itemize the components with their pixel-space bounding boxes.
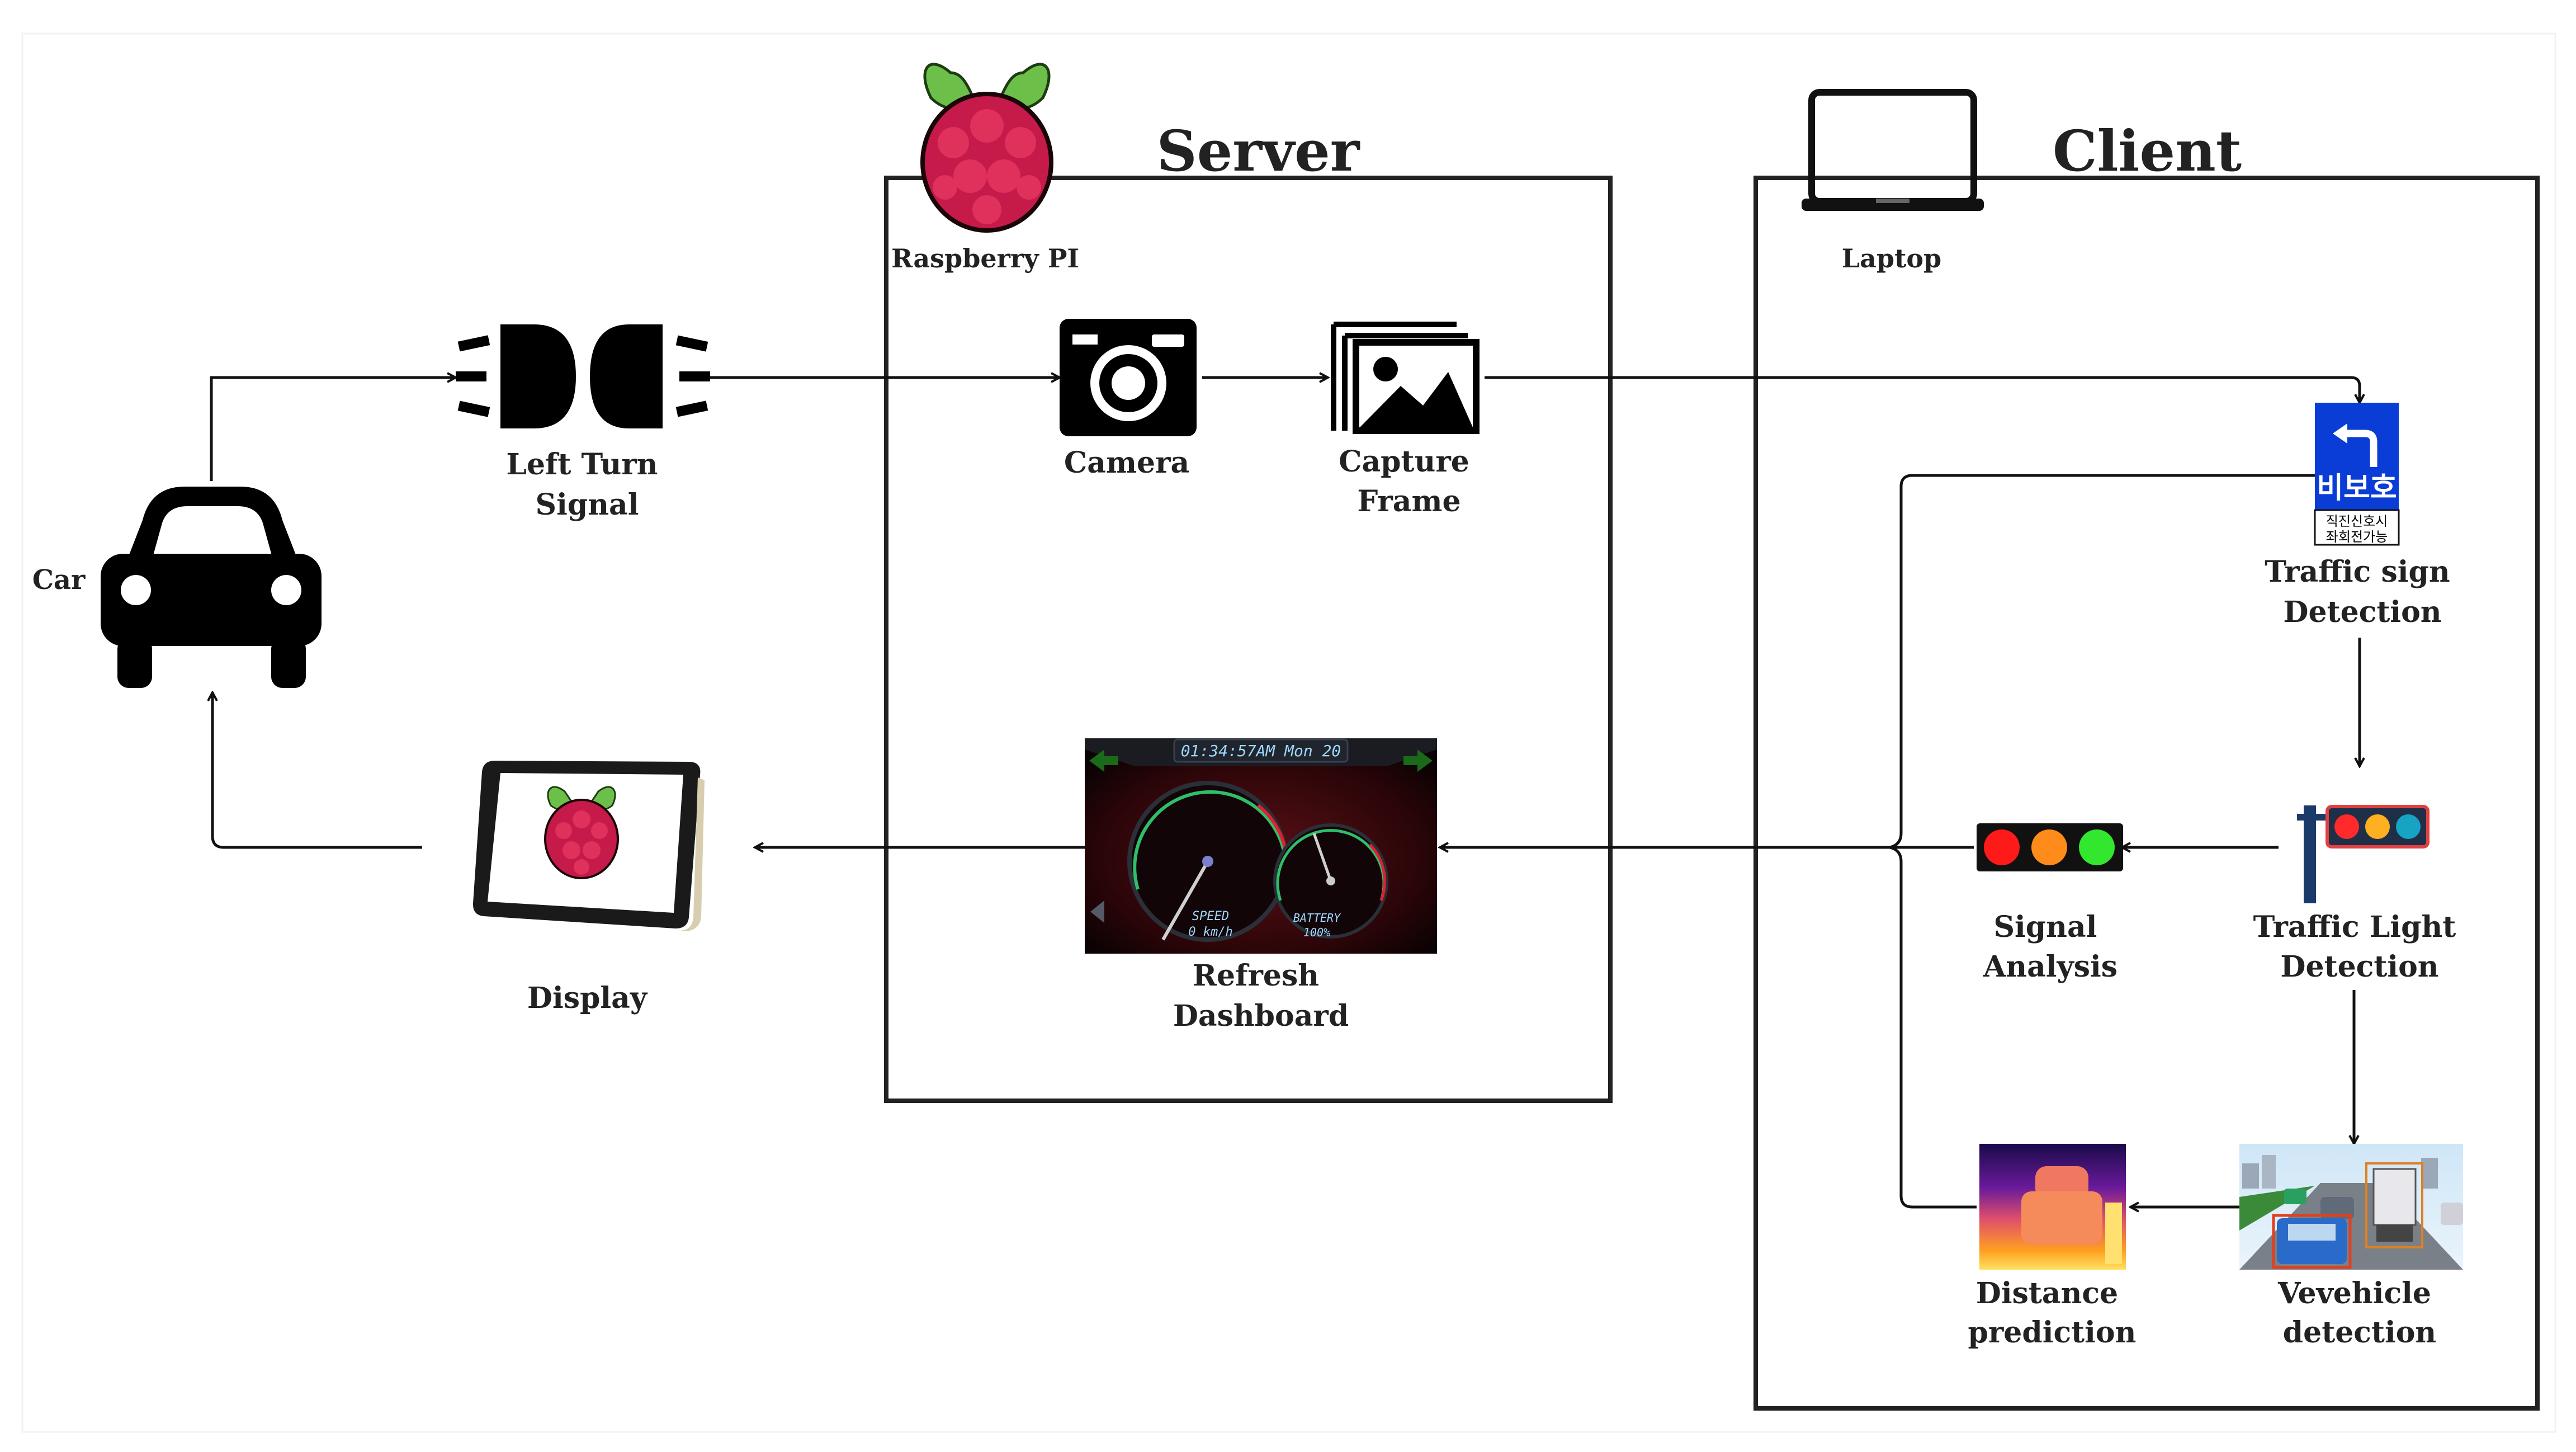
car-label: Car <box>32 564 86 596</box>
traffic-light-detection-label: Traffic Light Detection <box>2253 910 2466 984</box>
laptop-icon <box>1802 89 1984 211</box>
capture-frame-label: Capture Frame <box>1339 445 1480 518</box>
distance-feedback-line <box>1889 846 1977 1209</box>
svg-text:01:34:57AM Mon 20: 01:34:57AM Mon 20 <box>1181 742 1341 760</box>
traffic-sign-icon: 비보호 직진신호시 좌회전가능 <box>2314 403 2400 546</box>
svg-text:SPEED: SPEED <box>1192 909 1229 923</box>
depth-map-image <box>1979 1144 2126 1270</box>
svg-text:좌회전가능: 좌회전가능 <box>2326 529 2388 545</box>
distance-prediction-label: Distance prediction <box>1968 1276 2137 1350</box>
camera-label: Camera <box>1064 446 1189 480</box>
sign-feedback-line <box>1889 474 2315 849</box>
server-box <box>884 176 1613 1103</box>
raspberry-pi-logo-icon <box>920 63 1053 233</box>
display-label: Display <box>527 981 648 1015</box>
refresh-dashboard-label: Refresh Dashboard <box>1173 959 1349 1033</box>
connectors <box>211 378 2360 1207</box>
display-to-car-arrow <box>212 692 422 849</box>
headlight-icon <box>456 324 710 428</box>
car-to-turn-signal-arrow <box>210 378 456 481</box>
left-turn-signal-label: Left Turn Signal <box>506 447 668 522</box>
dashboard-image: 01:34:57AM Mon 20 SPEED 0 km/h BATTERY 1… <box>1085 738 1437 954</box>
signal-lights-icon <box>1977 823 2123 871</box>
laptop-label: Laptop <box>1842 243 1941 274</box>
vehicle-detection-label: Vevehicle detection <box>2277 1276 2441 1350</box>
client-box <box>1753 176 2540 1411</box>
server-title: Server <box>1157 118 1360 184</box>
client-title: Client <box>2053 118 2242 184</box>
tablet-display-icon <box>472 761 705 931</box>
svg-text:100%: 100% <box>1303 926 1330 939</box>
traffic-light-icon <box>2297 805 2430 903</box>
svg-text:0 km/h: 0 km/h <box>1188 925 1232 939</box>
car-icon <box>101 487 322 688</box>
vehicle-detection-image <box>2239 1144 2463 1270</box>
traffic-sign-detection-label: Traffic sign Detection <box>2265 555 2460 629</box>
page-frame <box>21 32 2556 1433</box>
svg-text:BATTERY: BATTERY <box>1293 911 1341 925</box>
frame-to-sign-arrow <box>1485 376 2360 403</box>
image-frames-icon <box>1331 322 1480 434</box>
camera-icon <box>1060 319 1197 436</box>
svg-text:직진신호시: 직진신호시 <box>2326 513 2388 529</box>
signal-analysis-label: Signal Analysis <box>1983 910 2117 984</box>
svg-text:비보호: 비보호 <box>2317 472 2397 505</box>
raspberry-pi-label: Raspberry PI <box>891 243 1079 274</box>
